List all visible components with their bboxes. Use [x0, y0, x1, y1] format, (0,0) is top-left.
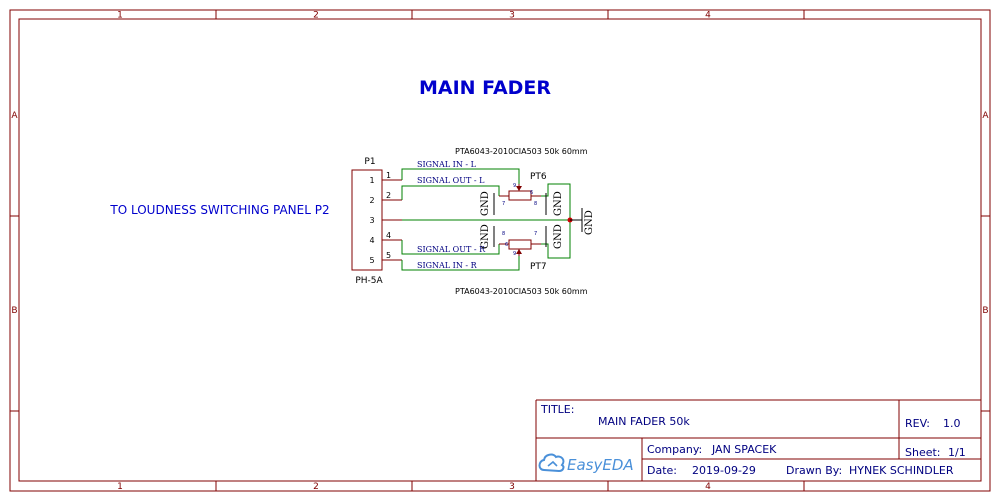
connector-pin-3: 3 — [369, 216, 374, 225]
wire-signal-in-l — [401, 168, 520, 184]
side-note: TO LOUDNESS SWITCHING PANEL P2 — [109, 203, 329, 217]
pt6-pin-9: 9 — [513, 183, 516, 189]
connector-pin-1: 1 — [369, 176, 374, 185]
pt7-pin-6: 6 — [505, 242, 508, 248]
zone-row-b-right: B — [982, 306, 988, 316]
pt7-wiper-arrow — [516, 249, 522, 254]
wire-signal-out-r — [401, 240, 500, 255]
drawn-by-value: HYNEK SCHINDLER — [849, 464, 954, 477]
connector-p1 — [351, 169, 402, 271]
connector-pin-2-num: 2 — [386, 191, 391, 200]
pt7-designator: PT7 — [530, 262, 547, 272]
gnd-label-bus: GND — [584, 210, 595, 235]
pt6-body — [508, 190, 532, 201]
connector-pin-5-num: 5 — [386, 251, 391, 260]
pt6-pin-6: 6 — [530, 190, 533, 196]
pt6-pin-8: 8 — [534, 201, 537, 207]
sheet-label: Sheet: — [905, 446, 941, 459]
connector-pin-5: 5 — [369, 256, 374, 265]
wire-pt6-right — [531, 183, 571, 259]
easyeda-logo-text: EasyEDA — [567, 456, 634, 474]
pt6-wiper-arrow — [516, 186, 522, 191]
pt7-pin-8: 8 — [502, 231, 505, 237]
gnd-symbols — [493, 193, 583, 247]
date-label: Date: — [647, 464, 677, 477]
rev-value: 1.0 — [943, 417, 961, 430]
pt7-body — [508, 239, 532, 250]
connector-pin-4: 4 — [369, 236, 374, 245]
net-label-signal-out-l: SIGNAL OUT - L — [417, 176, 485, 185]
title-block — [535, 399, 981, 481]
zone-col-4-bottom: 4 — [705, 482, 711, 492]
zone-col-3-bottom: 3 — [509, 482, 515, 492]
connector-pin-2: 2 — [369, 196, 374, 205]
zone-row-a-left: A — [11, 111, 18, 121]
company-value: JAN SPACEK — [711, 443, 777, 456]
drawn-by-label: Drawn By: — [786, 464, 842, 477]
sheet-value: 1/1 — [948, 446, 966, 459]
wire-signal-in-r — [401, 256, 520, 271]
connector-pin-4-num: 4 — [386, 231, 391, 240]
pt6-pin-7: 7 — [502, 201, 505, 207]
pt6-part: PTA6043-2010CIA503 50k 60mm — [455, 147, 588, 156]
potentiometer-pt7 — [499, 239, 541, 256]
zone-col-1-top: 1 — [117, 11, 123, 21]
potentiometer-pt6 — [499, 184, 541, 201]
title-label: TITLE: — [540, 403, 574, 416]
cloud-icon — [538, 453, 565, 473]
net-label-signal-out-r: SIGNAL OUT - R — [417, 245, 486, 254]
pt6-designator: PT6 — [530, 172, 547, 182]
connector-body — [351, 169, 383, 271]
zone-row-a-right: A — [982, 111, 989, 121]
net-label-signal-in-r: SIGNAL IN - R — [417, 261, 478, 270]
zone-col-3-top: 3 — [509, 11, 515, 21]
zone-col-2-top: 2 — [313, 11, 319, 21]
gnd-label-pt6-right: GND — [553, 191, 564, 216]
wire-signal-out-l — [401, 185, 500, 200]
zone-col-2-bottom: 2 — [313, 482, 319, 492]
zone-col-4-top: 4 — [705, 11, 711, 21]
pt7-pin-7: 7 — [534, 231, 537, 237]
company-label: Company: — [647, 443, 702, 456]
easyeda-logo — [538, 453, 565, 473]
sheet-frame — [9, 9, 991, 492]
pt7-part: PTA6043-2010CIA503 50k 60mm — [455, 287, 588, 296]
sheet-heading: MAIN FADER — [419, 77, 551, 99]
gnd-label-pt7-left: GND — [480, 224, 491, 249]
rev-label: REV: — [905, 417, 930, 430]
connector-footprint: PH-5A — [355, 276, 383, 286]
pt7-pin-9: 9 — [513, 251, 516, 257]
connector-designator: P1 — [364, 157, 375, 167]
gnd-label-pt6-left: GND — [480, 191, 491, 216]
connector-pin-1-num: 1 — [386, 171, 391, 180]
gnd-label-pt7-right: GND — [553, 224, 564, 249]
zone-col-1-bottom: 1 — [117, 482, 123, 492]
date-value: 2019-09-29 — [692, 464, 756, 477]
zone-row-b-left: B — [11, 306, 17, 316]
net-label-signal-in-l: SIGNAL IN - L — [417, 160, 477, 169]
title-value: MAIN FADER 50k — [598, 415, 690, 428]
